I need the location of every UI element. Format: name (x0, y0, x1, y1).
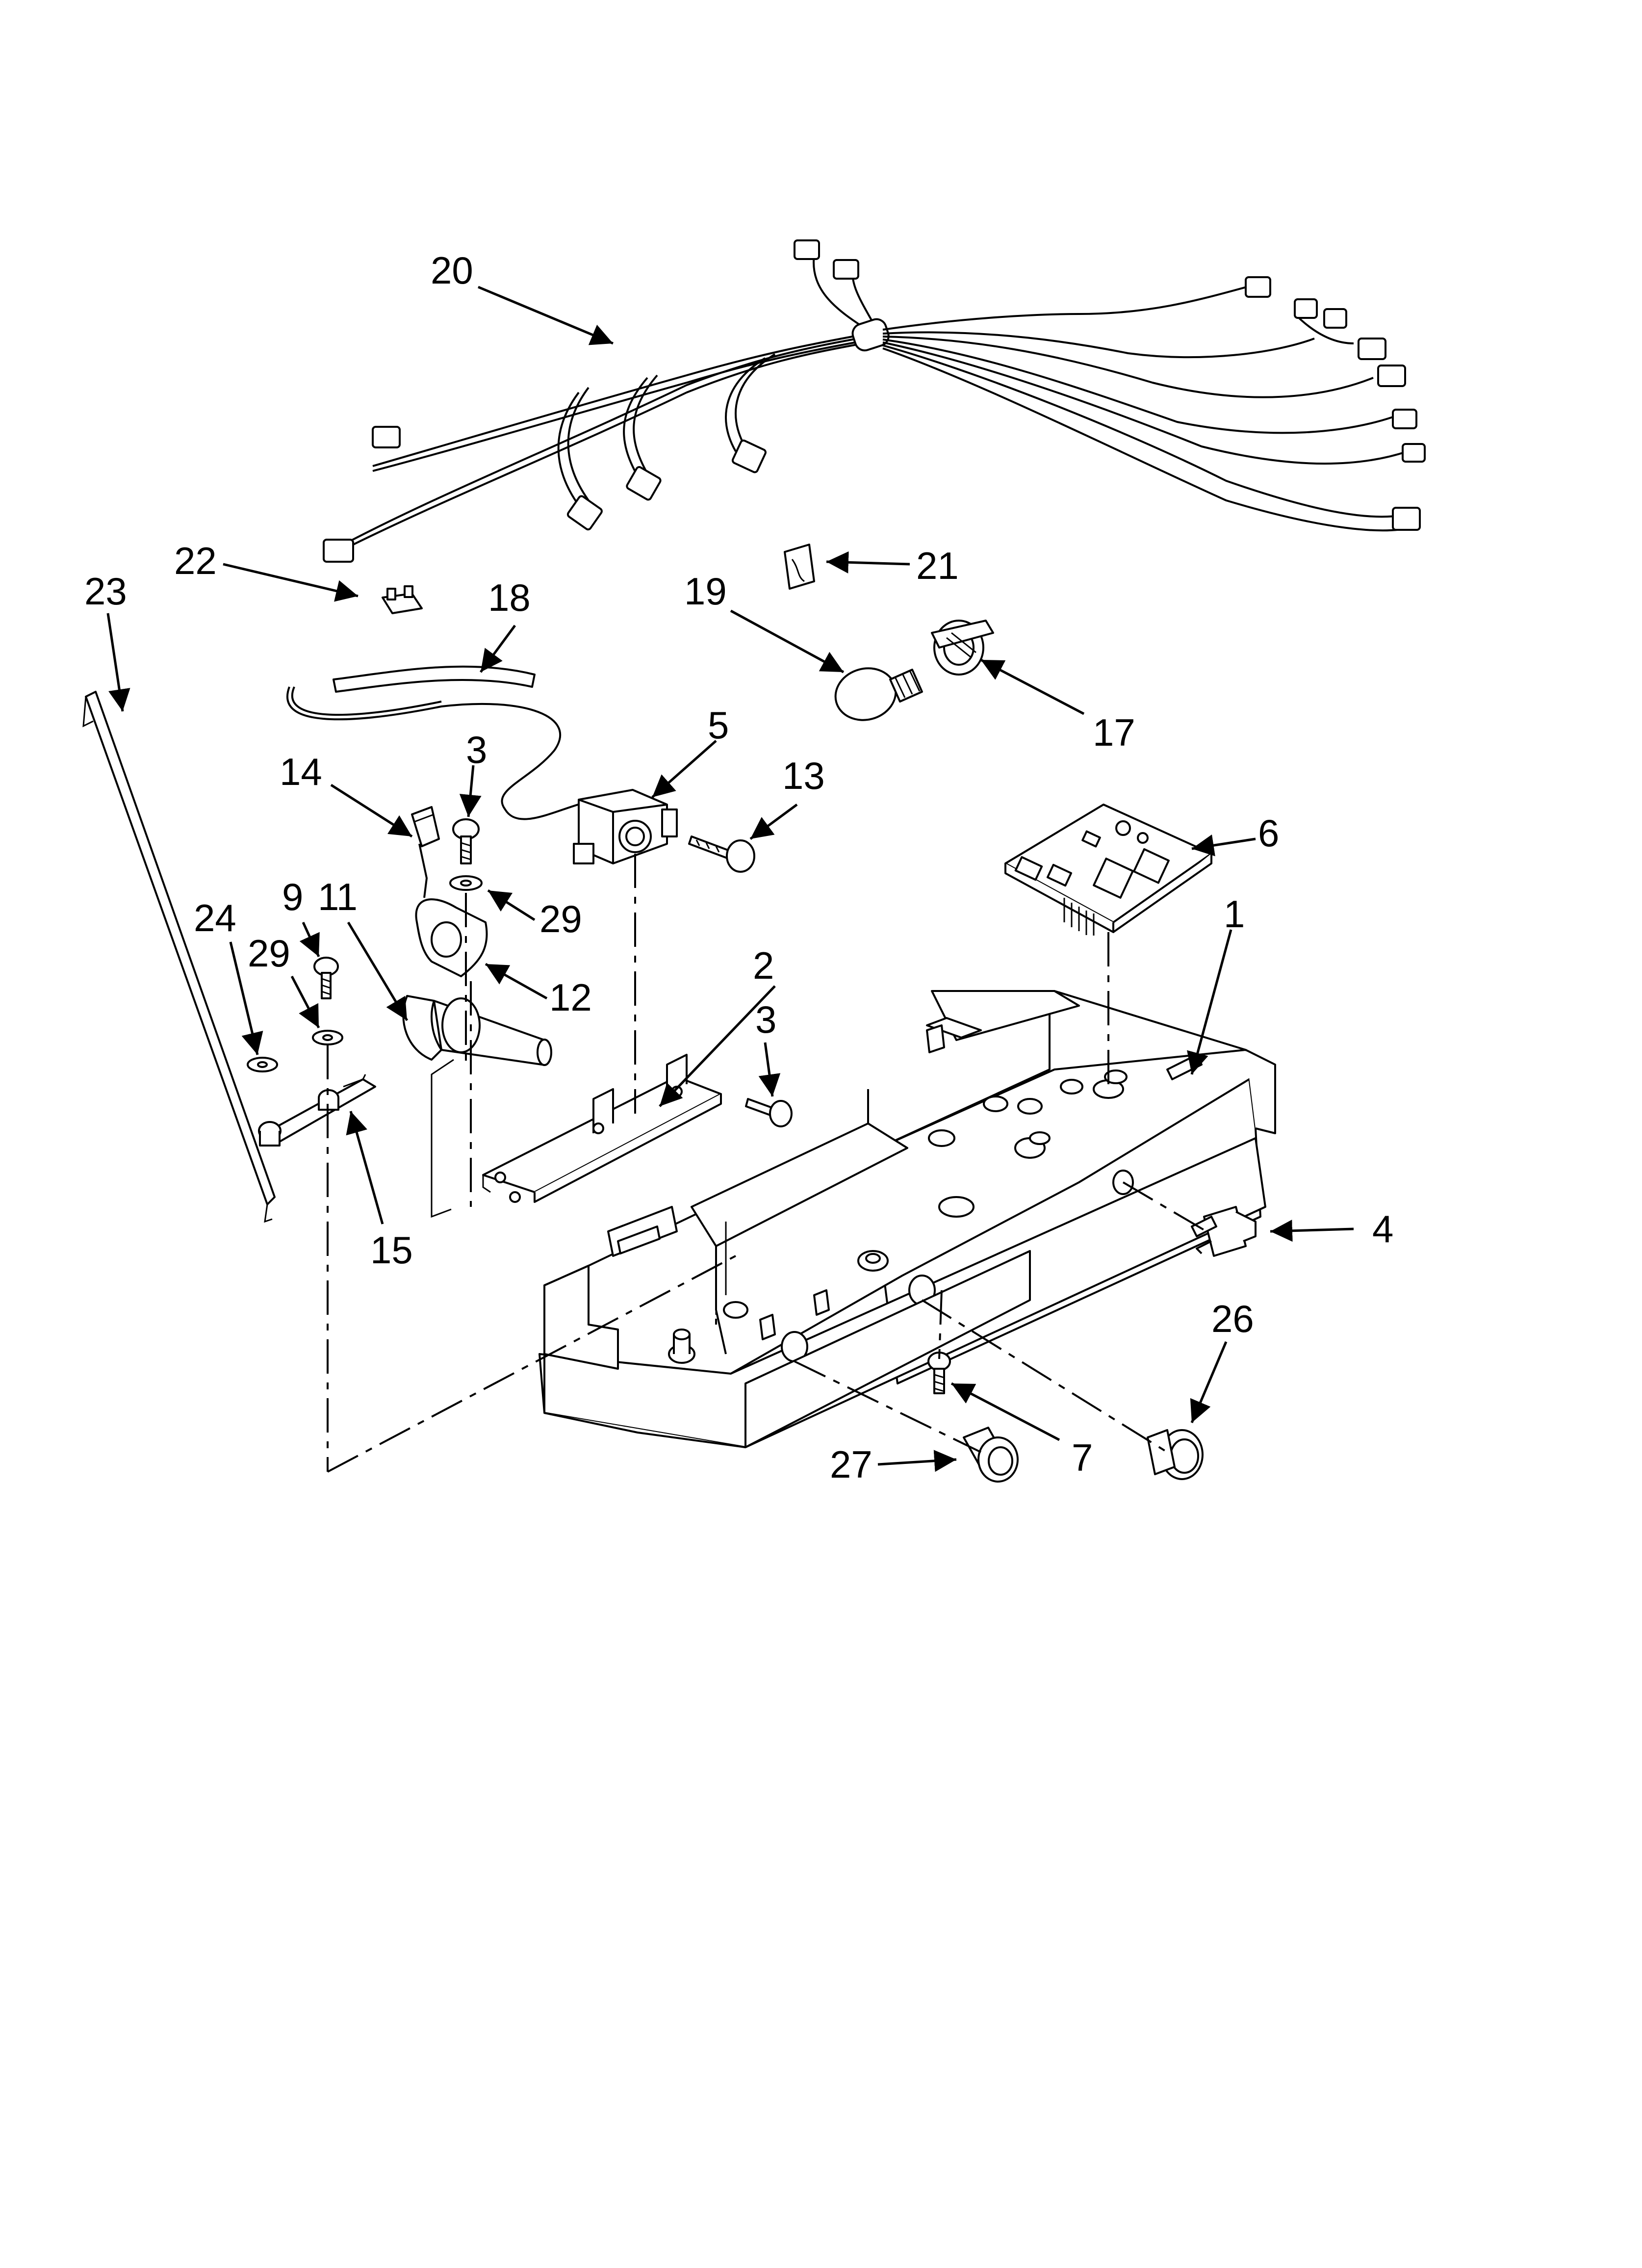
callout-2: 2 (753, 944, 774, 987)
callout-27: 27 (830, 1443, 872, 1486)
callout-21: 21 (916, 544, 959, 587)
callout-1: 1 (1224, 892, 1245, 936)
callout-6: 6 (1258, 811, 1279, 855)
tube (333, 665, 536, 693)
callout-29-upper: 29 (539, 897, 582, 940)
callout-29-lower: 29 (248, 932, 290, 975)
control-housing (539, 990, 1276, 1448)
light-bulb (834, 667, 923, 721)
callout-5: 5 (708, 704, 729, 747)
control-board (1004, 804, 1212, 936)
screw-13 (688, 835, 755, 873)
wire-clip (382, 585, 423, 614)
lever-15 (258, 1074, 376, 1147)
button-26 (1147, 1429, 1204, 1480)
support-12 (415, 898, 488, 977)
lamp-socket (931, 620, 994, 676)
callout-14: 14 (280, 750, 322, 793)
wire-harness (323, 239, 1426, 563)
callout-18: 18 (488, 576, 531, 619)
screw-7 (927, 1352, 951, 1394)
washer-29-upper (449, 875, 483, 891)
washer-29-lower (312, 1030, 343, 1045)
screw-3-upper (452, 818, 480, 864)
callout-26: 26 (1211, 1297, 1254, 1340)
washer-24 (247, 1057, 278, 1072)
callout-labels: 20 22 23 18 19 21 17 5 13 6 14 3 29 12 9… (84, 249, 1393, 1486)
callout-11: 11 (318, 875, 358, 918)
callout-7: 7 (1072, 1436, 1093, 1479)
button-27 (963, 1427, 1019, 1483)
screw-9 (313, 957, 339, 999)
callout-22: 22 (174, 539, 217, 582)
callout-3-upper: 3 (466, 728, 487, 771)
callout-15: 15 (370, 1228, 413, 1272)
mounting-plate (482, 1054, 722, 1203)
thermostat (286, 686, 678, 864)
switch-4 (1191, 1206, 1257, 1257)
leader-lines (106, 286, 1354, 1472)
callout-13: 13 (782, 754, 825, 797)
alignment-lines (327, 854, 1207, 1473)
callout-20: 20 (431, 249, 473, 292)
callout-19: 19 (684, 570, 727, 613)
callout-4: 4 (1372, 1207, 1393, 1251)
knob-11 (402, 995, 552, 1066)
callout-3-lower: 3 (755, 998, 776, 1041)
callout-23: 23 (84, 570, 127, 613)
screw-3-lower (745, 1098, 793, 1127)
light-socket-clip (784, 544, 815, 590)
callout-9: 9 (282, 875, 303, 918)
bracket-14 (411, 806, 440, 898)
callout-24: 24 (194, 896, 236, 939)
callout-17: 17 (1093, 711, 1135, 754)
actuator-rod (82, 691, 276, 1223)
callout-12: 12 (549, 976, 592, 1019)
